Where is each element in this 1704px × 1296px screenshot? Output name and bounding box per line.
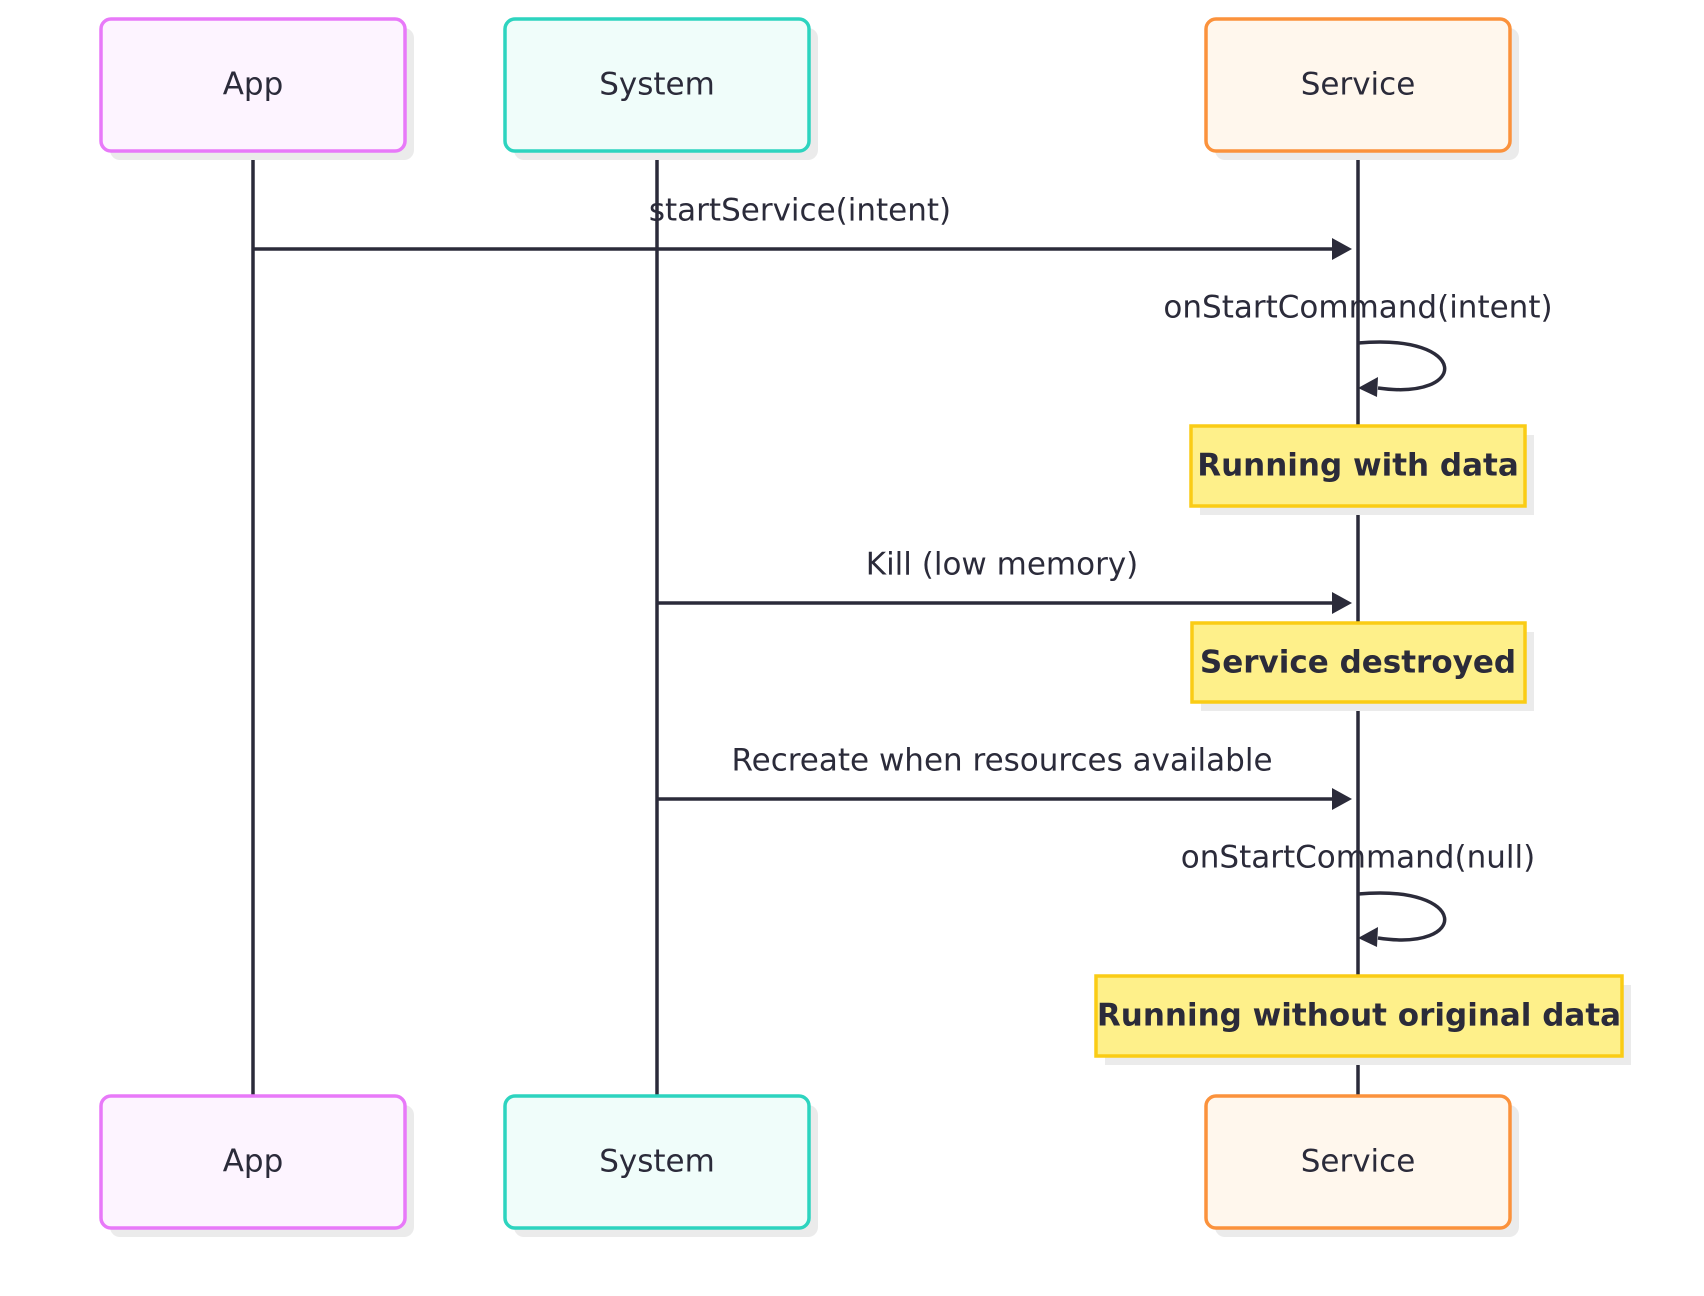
actor-system-bottom: System bbox=[503, 1094, 818, 1237]
note-running-with-data: Running with data bbox=[1189, 424, 1534, 515]
actor-system-bottom-label: System bbox=[599, 1144, 715, 1180]
note-running-without-data: Running without original data bbox=[1094, 974, 1631, 1065]
actor-service-top: Service bbox=[1204, 17, 1519, 160]
message-recreate-label: Recreate when resources available bbox=[731, 743, 1272, 779]
actor-service-top-label: Service bbox=[1301, 67, 1416, 103]
note-running-without-data-label: Running without original data bbox=[1097, 998, 1621, 1034]
message-on-start-command-null: onStartCommand(null) bbox=[1181, 840, 1535, 947]
actor-service-bottom: Service bbox=[1204, 1094, 1519, 1237]
arrowhead-icon bbox=[1332, 592, 1352, 614]
arrowhead-icon bbox=[1358, 377, 1378, 397]
arrowhead-icon bbox=[1358, 927, 1378, 947]
actor-system-top: System bbox=[503, 17, 818, 160]
note-service-destroyed-label: Service destroyed bbox=[1200, 645, 1516, 681]
message-start-service: startService(intent) bbox=[253, 193, 1352, 260]
actor-system-top-label: System bbox=[599, 67, 715, 103]
message-on-start-command-intent-label: onStartCommand(intent) bbox=[1163, 290, 1552, 326]
note-service-destroyed: Service destroyed bbox=[1190, 621, 1534, 711]
arrowhead-icon bbox=[1332, 238, 1352, 260]
actor-service-bottom-label: Service bbox=[1301, 1144, 1416, 1180]
message-on-start-command-null-label: onStartCommand(null) bbox=[1181, 840, 1535, 876]
note-running-with-data-label: Running with data bbox=[1197, 448, 1519, 484]
message-recreate: Recreate when resources available bbox=[657, 743, 1352, 810]
message-on-start-command-intent: onStartCommand(intent) bbox=[1163, 290, 1553, 397]
message-kill-label: Kill (low memory) bbox=[866, 547, 1139, 583]
actor-app-bottom-label: App bbox=[223, 1144, 284, 1180]
actor-app-top-label: App bbox=[223, 67, 284, 103]
message-start-service-label: startService(intent) bbox=[649, 193, 951, 229]
message-kill: Kill (low memory) bbox=[657, 547, 1352, 614]
actor-app-top: App bbox=[99, 17, 414, 160]
actor-app-bottom: App bbox=[99, 1094, 414, 1237]
arrowhead-icon bbox=[1332, 788, 1352, 810]
